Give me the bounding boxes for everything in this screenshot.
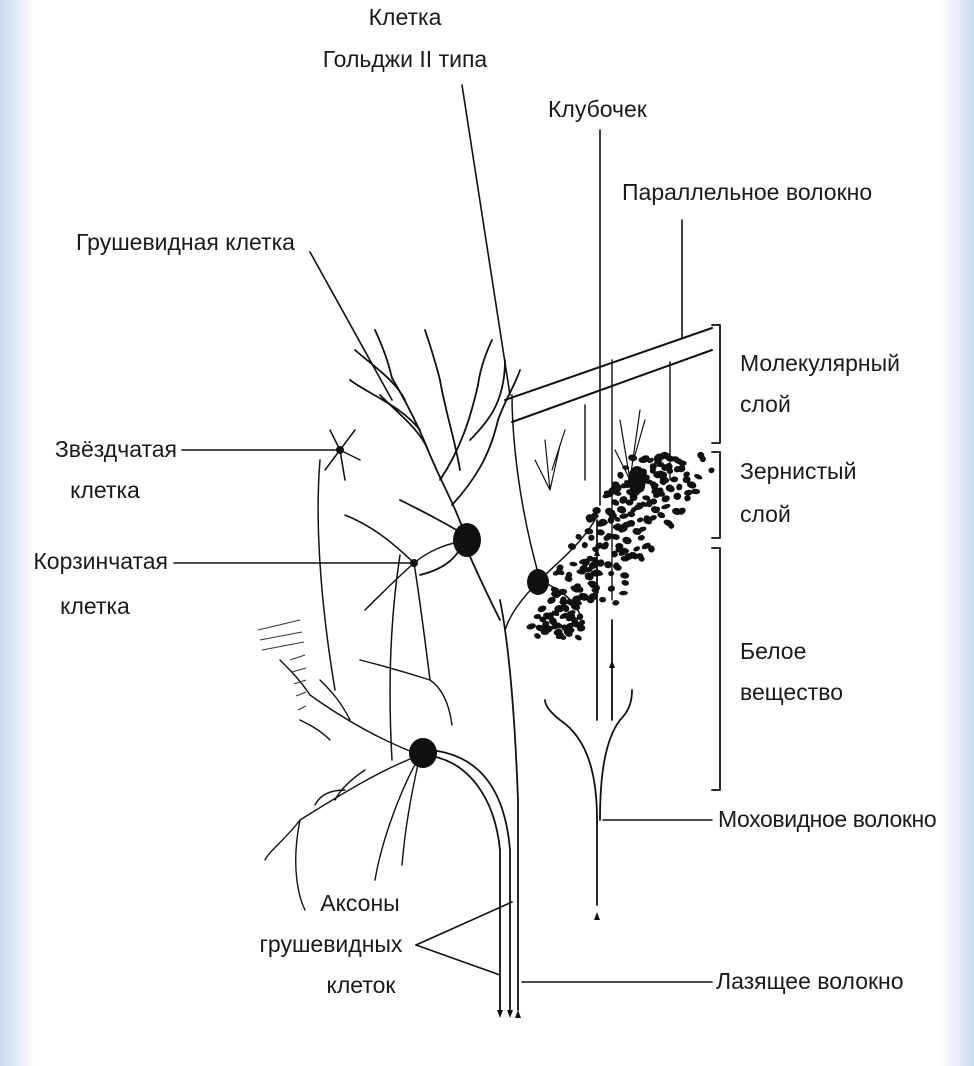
granule-cell [612, 600, 620, 606]
granule-cell [683, 494, 692, 503]
label-stellate-line2: клетка [40, 473, 170, 507]
granule-cell [632, 545, 641, 552]
granular-layer-cells [526, 451, 716, 642]
parallel-fibers [505, 328, 712, 422]
stellate-soma [336, 446, 344, 454]
granule-cell [567, 542, 576, 550]
granule-cell [604, 561, 612, 569]
label-molecular-line2: слой [740, 387, 791, 421]
granule-cell [636, 517, 644, 524]
label-granular-line2: слой [740, 497, 791, 531]
granule-cell [691, 489, 700, 495]
granule-cell [616, 471, 624, 480]
granule-cell [608, 570, 615, 576]
label-axons-line3: клеток [296, 968, 426, 1002]
purkinje-soma [453, 523, 481, 557]
granule-cell [619, 513, 629, 520]
label-axons-line2: грушевидных [236, 927, 426, 961]
label-purkinje-cell: Грушевидная клетка [76, 225, 295, 259]
granule-cell [574, 634, 583, 642]
label-basket-line1: Корзинчатая [0, 544, 168, 578]
granule-cell [620, 572, 629, 579]
label-parallel-fiber: Параллельное волокно [622, 175, 872, 209]
granule-cell [670, 476, 678, 483]
granule-cell [661, 503, 672, 510]
granule-cell [648, 545, 655, 552]
label-molecular-line1: Молекулярный [740, 346, 900, 380]
label-golgi-line2: Гольджи II типа [300, 42, 510, 76]
granule-cell [537, 604, 548, 613]
label-climbing-fiber: Лазящее волокно [716, 964, 904, 998]
layer-brackets [712, 325, 720, 790]
granule-cell [676, 483, 683, 491]
lower-neuron-branches [265, 660, 452, 910]
leader-lines [174, 85, 712, 982]
granule-cell [599, 597, 606, 603]
granule-cell [621, 579, 630, 587]
granule-cell [708, 467, 716, 475]
label-axons-line1: Аксоны [300, 886, 420, 920]
granule-cell [628, 454, 638, 462]
purkinje-axons [425, 600, 518, 1010]
granule-cell [607, 585, 616, 593]
granule-cell [637, 534, 645, 541]
label-glomerulus: Клубочек [548, 92, 647, 126]
interneuron-branches [318, 430, 458, 760]
label-white-matter-line1: Белое [740, 634, 806, 668]
label-white-matter-line2: вещество [740, 675, 843, 709]
granule-cell [569, 561, 577, 566]
purkinje-dendrites [350, 330, 520, 620]
lower-neuron-soma [409, 738, 437, 768]
golgi-soma [527, 569, 549, 595]
granule-cell [581, 541, 589, 549]
granule-cell [526, 622, 537, 630]
granule-cell [587, 534, 595, 542]
granule-cell [693, 473, 703, 481]
label-basket-line2: клетка [30, 589, 160, 623]
label-mossy-fiber: Моховидное волокно [718, 802, 936, 836]
basket-soma [410, 559, 418, 567]
granule-cell [673, 492, 682, 500]
hatching [258, 620, 306, 710]
label-stellate-line1: Звёздчатая [20, 432, 177, 466]
granule-cell [619, 591, 628, 596]
granule-cell [533, 632, 542, 640]
label-granular-line1: Зернистый [740, 454, 856, 488]
label-golgi-line1: Клетка [330, 0, 480, 34]
granule-cell [622, 536, 633, 545]
